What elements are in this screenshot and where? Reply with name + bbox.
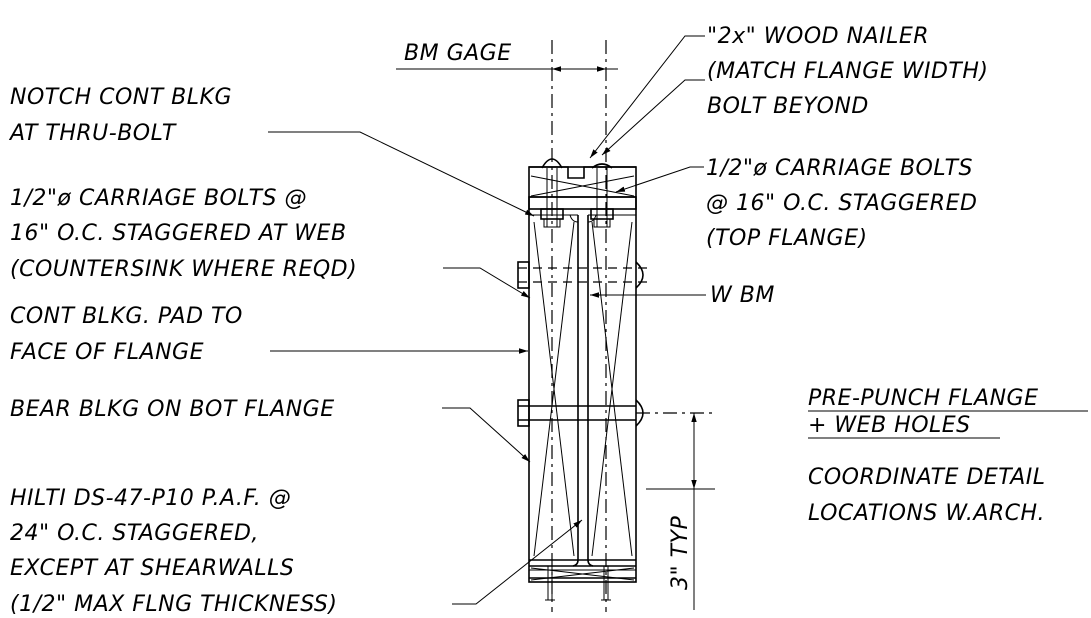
blocking-outline <box>528 166 637 583</box>
bolt-head-right <box>591 163 613 169</box>
label-w-bm: W BM <box>710 283 775 308</box>
typ-dimension <box>646 413 715 610</box>
label-carriage-web-2: 16" O.C. STAGGERED AT WEB <box>10 221 347 246</box>
beam-web-left <box>572 215 579 567</box>
thru-bolt-head-upper <box>635 261 644 289</box>
beam-web-right <box>587 214 594 567</box>
label-notch-2: AT THRU-BOLT <box>8 121 177 146</box>
label-notch-1: NOTCH CONT BLKG <box>10 85 232 110</box>
label-hilti-2: 24" O.C. STAGGERED, <box>10 521 259 546</box>
label-coordinate-2: LOCATIONS W.ARCH. <box>808 501 1045 526</box>
leaders <box>268 35 706 605</box>
thru-bolt-nut-upper <box>517 261 530 289</box>
label-pre-punch-1: PRE-PUNCH FLANGE <box>808 386 1038 411</box>
label-bear-blkg: BEAR BLKG ON BOT FLANGE <box>10 397 335 422</box>
label-carriage-web-3: (COUNTERSINK WHERE REQD) <box>10 257 357 282</box>
label-wood-nailer-1: "2x" WOOD NAILER <box>707 24 929 49</box>
label-hilti-1: HILTI DS-47-P10 P.A.F. @ <box>10 486 291 511</box>
label-coordinate-1: COORDINATE DETAIL <box>808 465 1046 490</box>
label-carriage-top-2: @ 16" O.C. STAGGERED <box>706 191 977 216</box>
label-typ-dim: 3" TYP <box>668 516 693 590</box>
label-cont-blkg-2: FACE OF FLANGE <box>10 340 204 365</box>
centerlines <box>551 40 715 612</box>
thru-bolt-nut-lower <box>517 399 530 427</box>
label-carriage-top-1: 1/2"ø CARRIAGE BOLTS <box>706 156 973 181</box>
label-hilti-3: EXCEPT AT SHEARWALLS <box>10 556 294 581</box>
label-pre-punch-2: + WEB HOLES <box>808 413 971 438</box>
label-carriage-web-1: 1/2"ø CARRIAGE BOLTS @ <box>10 186 307 211</box>
wood-nailer-top <box>529 166 636 179</box>
beam-section <box>517 158 650 601</box>
label-bolt-beyond: BOLT BEYOND <box>707 94 869 119</box>
labels: BM GAGE "2x" WOOD NAILER (MATCH FLANGE W… <box>8 24 1088 617</box>
label-bm-gage: BM GAGE <box>404 41 512 66</box>
nut-right <box>590 208 614 220</box>
label-wood-nailer-2: (MATCH FLANGE WIDTH) <box>707 59 988 84</box>
label-hilti-4: (1/2" MAX FLNG THICKNESS) <box>10 592 337 617</box>
label-carriage-top-3: (TOP FLANGE) <box>706 226 868 251</box>
label-cont-blkg-1: CONT BLKG. PAD TO <box>10 304 243 329</box>
top-flange <box>528 196 637 210</box>
